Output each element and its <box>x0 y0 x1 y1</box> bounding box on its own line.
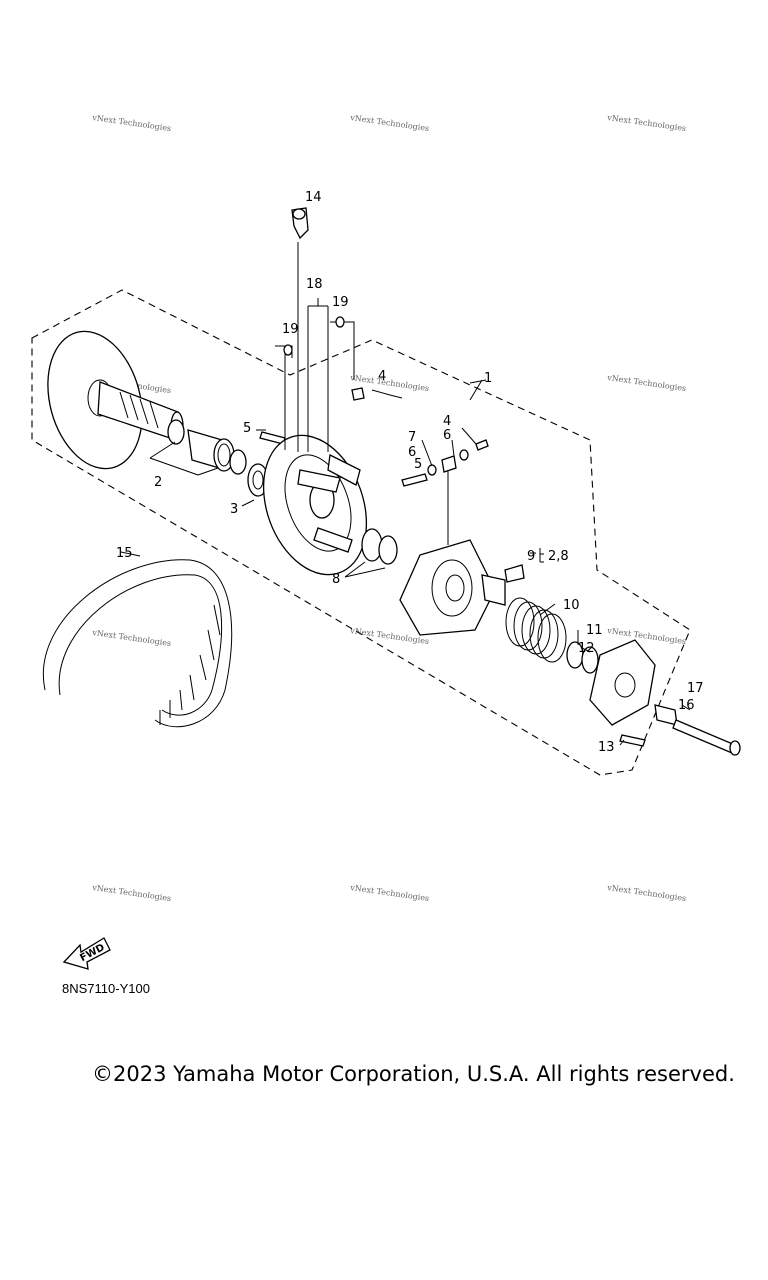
callouts: 1 2 3 4 4 5 5 6 6 7 8 9 2,8 10 11 12 13 … <box>116 190 704 755</box>
watermarks: vNext Technologies vNext Technologies vN… <box>91 113 687 903</box>
callout-4: 4 <box>443 414 451 429</box>
fwd-arrow-icon: FWD <box>62 937 111 970</box>
watermark: vNext Technologies <box>91 883 172 903</box>
part-19-washer <box>335 316 345 328</box>
watermark: vNext Technologies <box>606 883 687 903</box>
part-9-bolt <box>504 564 525 583</box>
callout-5: 5 <box>243 421 251 436</box>
guide-lines <box>275 242 355 452</box>
diagram-code: 8NS7110-Y100 <box>62 981 150 996</box>
watermark: vNext Technologies <box>606 373 687 393</box>
spider-cam <box>399 539 506 636</box>
callout-11: 11 <box>586 623 603 638</box>
cam-hardware <box>401 427 489 545</box>
part-16-bolt <box>672 719 736 754</box>
watermark: vNext Technologies <box>606 626 687 646</box>
movable-sheave <box>262 434 368 576</box>
leader-lines <box>120 379 691 746</box>
part-4-bolt <box>351 387 365 401</box>
fixed-sheave <box>47 330 184 470</box>
callout-13: 13 <box>598 740 615 755</box>
callout-12: 12 <box>578 641 595 656</box>
callout-9-ref: 2,8 <box>548 549 569 564</box>
callout-3: 3 <box>230 502 238 517</box>
part-15-belt <box>42 559 233 728</box>
part-16-bolt-head <box>729 740 741 756</box>
callout-5: 5 <box>414 457 422 472</box>
part-13-bolt <box>619 734 646 747</box>
callout-18: 18 <box>306 277 323 292</box>
callout-19: 19 <box>332 295 349 310</box>
callout-1: 1 <box>484 371 492 386</box>
callout-6: 6 <box>443 428 451 443</box>
watermark: vNext Technologies <box>606 113 687 133</box>
watermark: vNext Technologies <box>91 113 172 133</box>
callout-7: 7 <box>408 430 416 445</box>
assembly-boundary <box>31 289 691 776</box>
callout-15: 15 <box>116 546 133 561</box>
part-14-weight <box>291 207 309 240</box>
callout-9: 9 <box>527 549 535 564</box>
watermark: vNext Technologies <box>91 628 172 648</box>
copyright-notice: ©2023 Yamaha Motor Corporation, U.S.A. A… <box>92 1062 735 1086</box>
callout-16: 16 <box>678 698 695 713</box>
part-2-sleeve <box>149 419 247 476</box>
callout-4: 4 <box>378 369 386 384</box>
part-8-rings <box>344 528 398 578</box>
part-12-ring <box>581 646 599 674</box>
cover-plate <box>589 639 656 726</box>
callout-6: 6 <box>408 445 416 460</box>
callout-17: 17 <box>687 681 704 696</box>
part-10-spring <box>505 597 567 663</box>
watermark: vNext Technologies <box>349 113 430 133</box>
callout-14: 14 <box>305 190 322 205</box>
part-17-collar <box>654 704 678 726</box>
watermark: vNext Technologies <box>349 883 430 903</box>
part-19-washer <box>283 344 293 356</box>
callout-19: 19 <box>282 322 299 337</box>
callout-10: 10 <box>563 598 580 613</box>
callout-2: 2 <box>154 475 162 490</box>
callout-8: 8 <box>332 572 340 587</box>
